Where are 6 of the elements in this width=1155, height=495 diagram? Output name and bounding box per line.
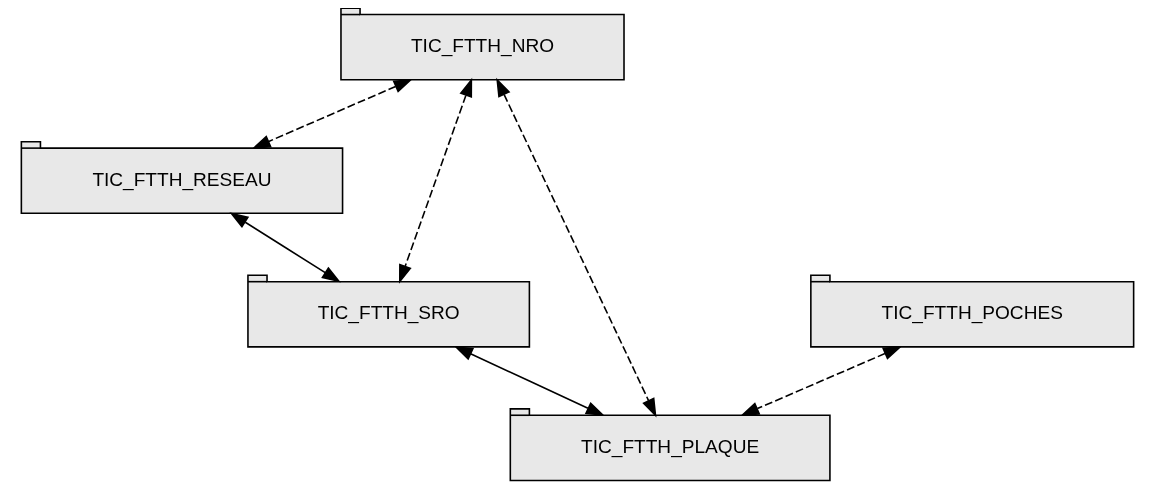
arrow bbox=[496, 77, 657, 418]
arrow bbox=[740, 346, 903, 417]
arrow bbox=[453, 346, 605, 417]
arrow bbox=[229, 212, 341, 283]
arrow bbox=[399, 77, 473, 284]
arrow bbox=[251, 79, 413, 149]
